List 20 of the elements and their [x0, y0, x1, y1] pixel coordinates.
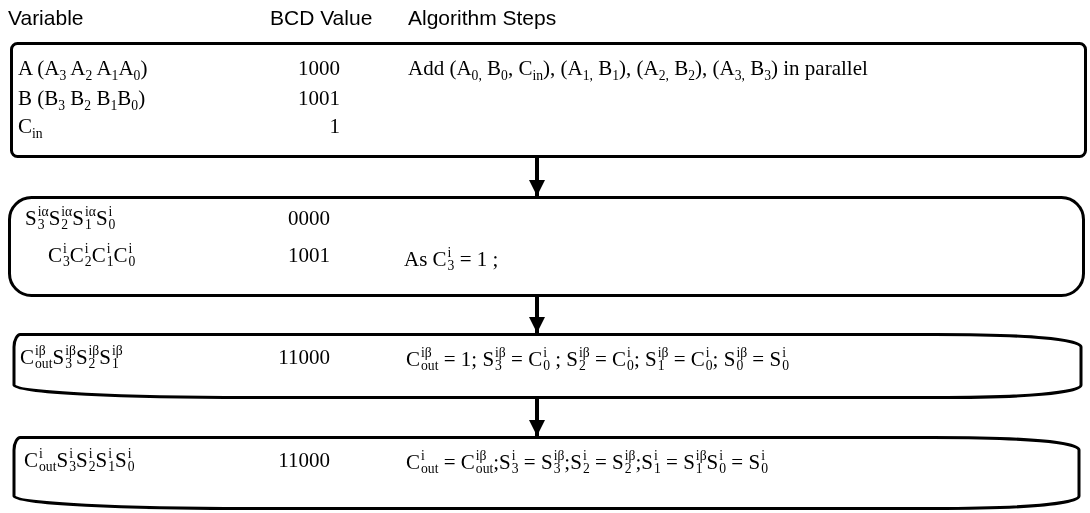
- step-box: [10, 42, 1087, 158]
- column-header: Algorithm Steps: [408, 6, 557, 30]
- bcd-value: 11000: [278, 345, 330, 371]
- arrow: [529, 399, 545, 436]
- bcd-value: 1: [329, 114, 340, 140]
- bcd-value: 1000: [298, 56, 340, 82]
- bcd-value: 1001: [298, 86, 340, 112]
- column-header: Variable: [8, 6, 84, 30]
- arrow: [529, 158, 545, 196]
- bcd-value: 11000: [278, 448, 330, 474]
- variable-name: B (B$_{3}$ B$_{2}$ B$_{1}$B$_{0}$): [18, 86, 146, 115]
- variable-name: C$_{in}$: [18, 114, 43, 143]
- arrow: [529, 297, 545, 333]
- column-header: BCD Value: [270, 6, 373, 30]
- variable-name: A (A$_{3}$ A$_{2}$ A$_{1}$A$_{0}$): [18, 56, 148, 85]
- step-box: [8, 196, 1085, 297]
- algorithm-step: As C$_{3}$$^{i}$ = 1 ;: [404, 247, 499, 274]
- bcd-value: 1001: [288, 243, 330, 269]
- algorithm-step: Add (A$_{0,}$ B$_{0}$, C$_{in}$), (A$_{1,}$ B$_{1}$), (A$_{2,}$ B$_{2}$), (A$_{3,}$ B$_{3}$) in parallel: [408, 56, 868, 85]
- bcd-value: 0000: [288, 206, 330, 232]
